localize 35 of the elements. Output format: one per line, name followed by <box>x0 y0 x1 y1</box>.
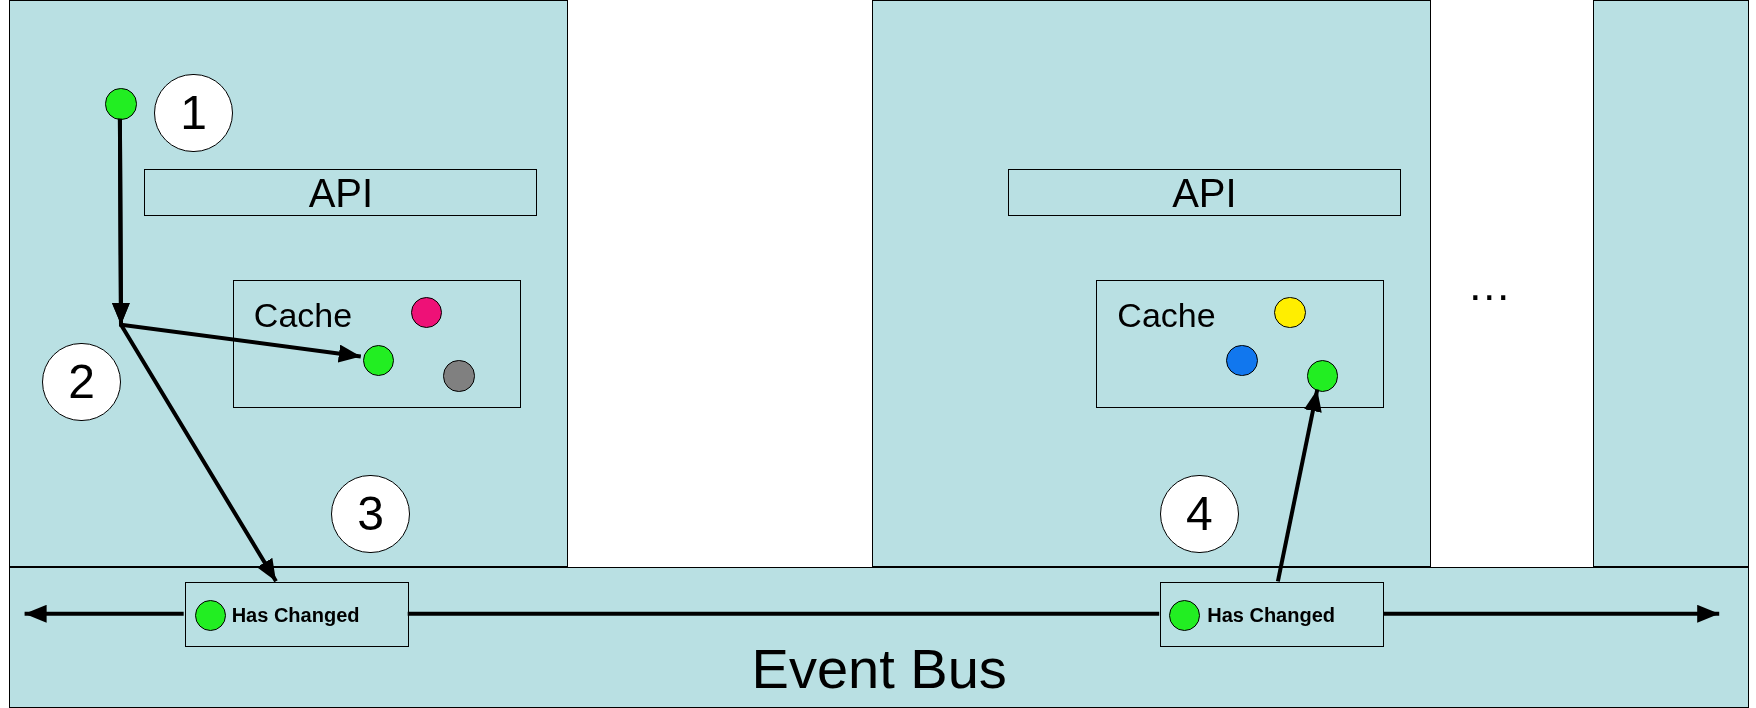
api-bar <box>144 169 538 217</box>
server-panel <box>872 0 1432 567</box>
cache-label: Cache <box>253 296 353 335</box>
api-bar <box>1007 169 1401 217</box>
dot-marker <box>362 344 394 377</box>
dot-marker <box>410 296 443 328</box>
dot-marker <box>1226 344 1258 377</box>
arrow <box>24 604 184 623</box>
dot-marker <box>443 360 475 392</box>
message-box <box>1160 582 1385 648</box>
callout-number: 2 <box>67 357 96 406</box>
message-box <box>184 582 409 648</box>
event-bus-band <box>8 566 1750 708</box>
dot-marker <box>1306 360 1339 392</box>
callout-number: 4 <box>1185 489 1214 538</box>
message-text: Has Changed <box>1207 603 1335 627</box>
message-text: Has Changed <box>231 603 360 627</box>
cache-box <box>232 279 521 408</box>
api-label: API <box>1171 172 1238 213</box>
bus-title: Event Bus <box>750 635 1008 701</box>
dot-marker <box>1169 600 1201 632</box>
dot-marker <box>194 600 226 632</box>
cache-box <box>1096 279 1385 408</box>
server-panel <box>8 0 568 567</box>
ellipsis-mark: … <box>1467 259 1512 310</box>
arrow <box>1275 389 1322 582</box>
cache-label: Cache <box>1117 296 1216 335</box>
arrow <box>112 118 278 583</box>
arrow <box>1383 604 1720 623</box>
callout-number: 3 <box>356 489 385 538</box>
callout-number: 1 <box>179 89 208 137</box>
server-panel <box>1592 0 1750 567</box>
dot-marker <box>1274 296 1306 328</box>
dot-marker <box>105 88 137 120</box>
api-label: API <box>307 172 375 213</box>
